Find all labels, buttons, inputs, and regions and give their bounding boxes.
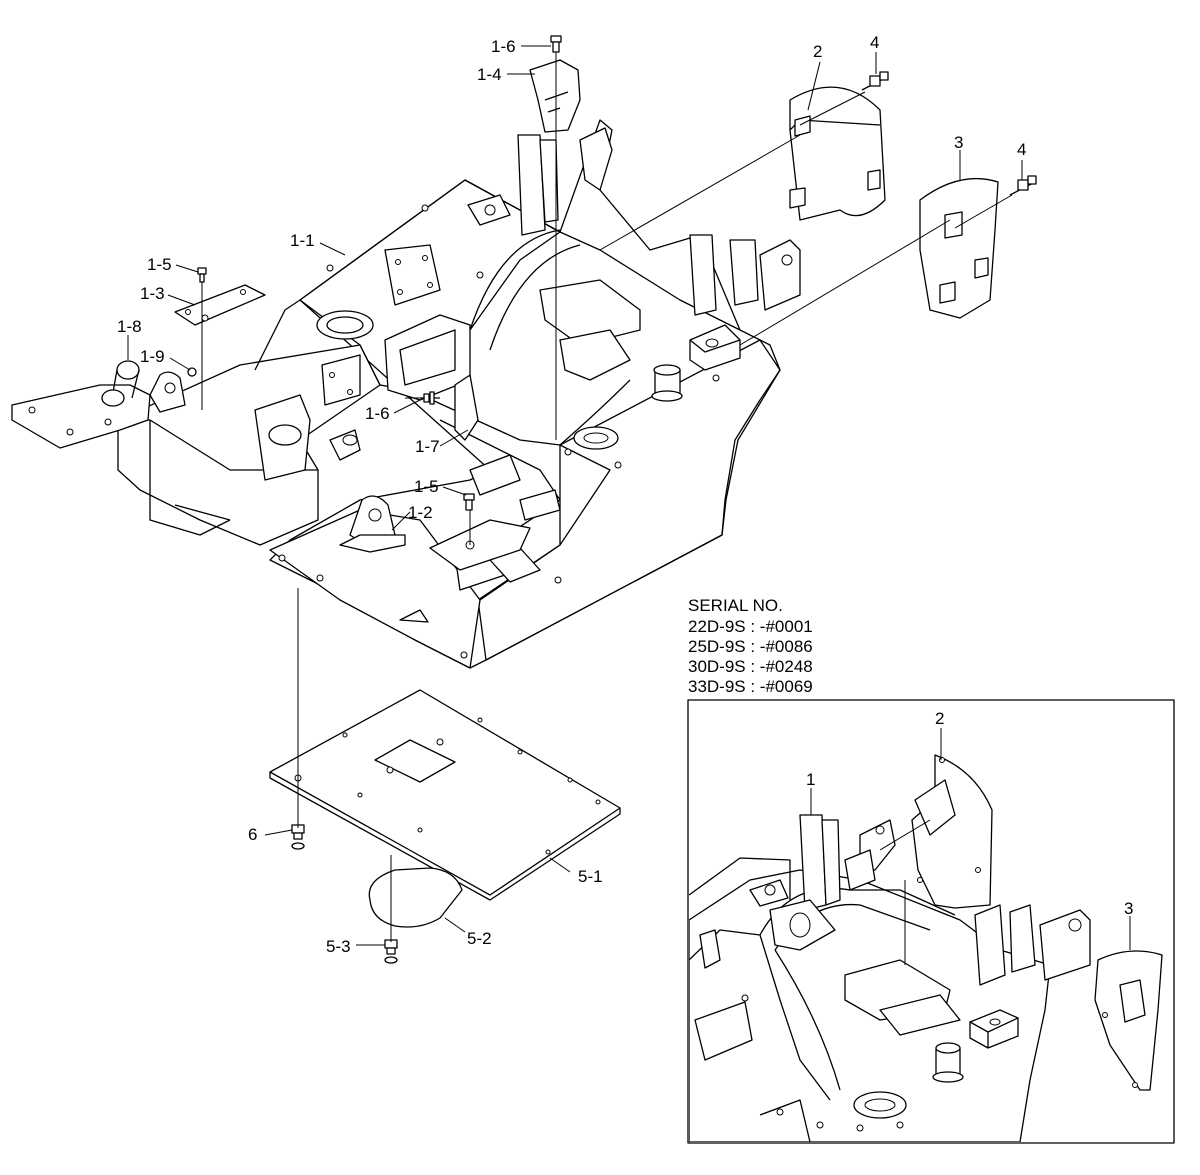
label-1-6-mid: 1-6: [365, 404, 390, 423]
label-1-5-left: 1-5: [147, 255, 172, 274]
inset-label-1: 1: [806, 770, 815, 789]
assembly-lines: [201, 52, 1013, 942]
label-5-1: 5-1: [578, 867, 603, 886]
label-1-3: 1-3: [140, 284, 165, 303]
label-1-9: 1-9: [140, 347, 165, 366]
label-5-2: 5-2: [467, 929, 492, 948]
serial-title: SERIAL NO.: [688, 596, 783, 615]
bolt-1-5-left: [197, 267, 207, 283]
part-labels: 1-6 1-4 2 4 3 4 1-1 1-5 1-3 1-8 1-9 1-6 …: [117, 33, 1026, 956]
inset-label-2: 2: [935, 709, 944, 728]
main-frame: [11, 59, 801, 669]
label-1-5-mid: 1-5: [414, 477, 439, 496]
serial-block: SERIAL NO. 22D-9S : -#0001 25D-9S : -#00…: [688, 596, 813, 696]
serial-line-4: 33D-9S : -#0069: [688, 677, 813, 696]
bolt-6: [291, 824, 305, 850]
inset-detail: 1 2 3: [687, 699, 1175, 1144]
label-1-4: 1-4: [477, 65, 502, 84]
label-2: 2: [813, 42, 822, 61]
bolt-1-6-top: [550, 35, 562, 53]
label-1-6-top: 1-6: [491, 37, 516, 56]
label-1-7: 1-7: [415, 437, 440, 456]
label-1-8: 1-8: [117, 317, 142, 336]
leader-lines: [127, 45, 1023, 946]
inset-label-3: 3: [1124, 899, 1133, 918]
bolt-1-5-mid: [463, 493, 475, 511]
under-cover-5-2: [368, 867, 463, 928]
label-4-mid: 4: [1017, 140, 1026, 159]
label-5-3: 5-3: [326, 937, 351, 956]
label-1-1: 1-1: [290, 231, 315, 250]
label-6: 6: [248, 825, 257, 844]
bolt-4-top: [861, 71, 889, 91]
bolt-5-3: [384, 939, 398, 964]
under-cover-5-1: [269, 689, 621, 901]
bolt-4-mid: [1009, 175, 1037, 196]
label-4-top: 4: [870, 33, 879, 52]
cover-2: [789, 86, 886, 221]
label-1-2: 1-2: [408, 503, 433, 522]
label-3: 3: [954, 133, 963, 152]
serial-line-1: 22D-9S : -#0001: [688, 617, 813, 636]
serial-line-2: 25D-9S : -#0086: [688, 637, 813, 656]
cover-3: [919, 177, 999, 319]
serial-line-3: 30D-9S : -#0248: [688, 657, 813, 676]
